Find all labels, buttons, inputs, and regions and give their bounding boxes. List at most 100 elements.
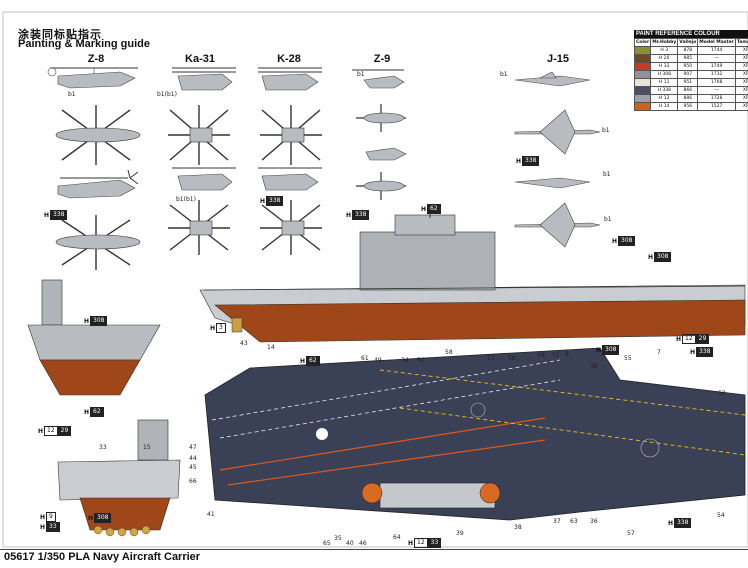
part-number-label: 15 bbox=[143, 444, 151, 451]
paint-tag-h: H bbox=[210, 324, 216, 332]
paint-tag-num: 29 bbox=[695, 334, 710, 344]
part-number-label: 39 bbox=[456, 530, 464, 537]
carrier-deck-view bbox=[204, 347, 746, 521]
paint-vallejo: 951 bbox=[677, 78, 699, 87]
paint-tag-num: 338 bbox=[696, 347, 714, 357]
part-number-label: 36 bbox=[590, 518, 598, 525]
paint-vallejo: 886 bbox=[677, 94, 699, 103]
paint-tag-h: H bbox=[84, 408, 90, 416]
aircraft-label-z8: Z-8 bbox=[87, 53, 105, 65]
paint-row: H 38781744XF bbox=[633, 46, 748, 55]
part-number-label: 9 bbox=[565, 351, 569, 358]
part-number-label: 49 bbox=[374, 357, 382, 364]
paint-model: — bbox=[697, 54, 736, 63]
paint-vallejo: 985 bbox=[677, 54, 699, 63]
paint-row: H 119511768XF bbox=[633, 78, 748, 87]
part-number-label: 56 bbox=[508, 355, 516, 362]
footer-title: 05617 1/350 PLA Navy Aircraft Carrier bbox=[4, 551, 201, 563]
paint-vallejo: 866 bbox=[677, 86, 699, 95]
paint-tamiya: XF bbox=[734, 70, 748, 79]
part-number-label: 59 bbox=[537, 352, 545, 359]
part-number-label: 54 bbox=[717, 512, 725, 519]
part-number-label: 57 bbox=[627, 530, 635, 537]
paint-tag-h: H bbox=[40, 513, 46, 521]
carrier-rear-view bbox=[57, 419, 181, 537]
paint-tag-num: 308 bbox=[618, 236, 636, 246]
paint-swatch bbox=[633, 62, 652, 71]
callout-b1b1-ka31: b1(b1) bbox=[157, 91, 177, 98]
paint-model: 1732 bbox=[697, 70, 736, 79]
callout-b1-z8: b1 bbox=[68, 91, 76, 98]
part-number-label: 55 bbox=[624, 355, 632, 362]
part-number-label: 53 bbox=[718, 390, 726, 397]
paint-tag-h: H bbox=[612, 237, 618, 245]
paint-tamiya: XF bbox=[734, 78, 748, 87]
paint-tamiya: XF bbox=[734, 102, 748, 111]
paint-model: 1749 bbox=[697, 62, 736, 71]
callout-b1-z9: b1 bbox=[357, 71, 365, 78]
part-number-label: 66 bbox=[189, 478, 197, 485]
part-number-label: 40 bbox=[346, 540, 354, 547]
paint-tag-h: H bbox=[596, 346, 602, 354]
paint-tag-num: 29 bbox=[57, 426, 72, 436]
paint-tamiya: XF bbox=[734, 46, 748, 55]
paint-tag-h: H bbox=[676, 335, 682, 343]
ka31-top-view bbox=[168, 105, 230, 165]
col-mrhobby: Mr.Hobby bbox=[650, 38, 679, 47]
paint-tamiya: XF bbox=[734, 86, 748, 95]
paint-model: — bbox=[697, 86, 736, 95]
mrhobby-code: H 308 bbox=[650, 70, 679, 79]
part-number-label: 64 bbox=[393, 534, 401, 541]
paint-vallejo: 907 bbox=[677, 70, 699, 79]
part-number-label: 14 bbox=[267, 344, 275, 351]
paint-tag-num: 308 bbox=[602, 345, 620, 355]
paint-tag-h: H bbox=[690, 348, 696, 356]
footer-divider bbox=[0, 549, 748, 550]
paint-row: H 3089071732XF bbox=[633, 70, 748, 79]
col-vallejo: Vallejo bbox=[677, 38, 699, 47]
paint-tag-num: 338 bbox=[674, 518, 692, 528]
paint-tag-num: 62 bbox=[306, 356, 320, 366]
paint-swatch bbox=[633, 86, 652, 95]
paint-tag-num: 62 bbox=[427, 204, 441, 214]
part-number-label: 65 bbox=[323, 540, 331, 547]
callout-b1-j15-3: b1 bbox=[603, 171, 611, 178]
paint-tag-code: 3 bbox=[216, 323, 226, 333]
part-number-label: 46 bbox=[359, 540, 367, 547]
paint-model: 1768 bbox=[697, 78, 736, 87]
paint-tag-num: 62 bbox=[90, 407, 104, 417]
part-number-label: 61 bbox=[361, 355, 369, 362]
aircraft-label-z9: Z-9 bbox=[373, 53, 391, 65]
part-number-label: 33 bbox=[99, 444, 107, 451]
part-number-label: 38 bbox=[514, 524, 522, 531]
paint-tag-h: H bbox=[38, 427, 44, 435]
callout-b1b1-ka31-2: b1(b1) bbox=[176, 196, 196, 203]
title-english: Painting & Marking guide bbox=[18, 38, 151, 50]
part-number-label: 51 bbox=[552, 352, 560, 359]
paint-tag-h: H bbox=[40, 523, 46, 531]
paint-row: H 128861728XF bbox=[633, 94, 748, 103]
paint-tamiya: XF bbox=[734, 54, 748, 63]
paint-tag-code: 12 bbox=[44, 426, 58, 436]
mrhobby-code: H 338 bbox=[650, 86, 679, 95]
paint-tag-code: 12 bbox=[414, 538, 428, 548]
paint-tag-h: H bbox=[300, 357, 306, 365]
paint-vallejo: 950 bbox=[677, 62, 699, 71]
title-chinese: 涂装同标贴指示 bbox=[18, 28, 102, 41]
ka31-side-view-2 bbox=[172, 167, 236, 191]
paint-reference-table: Color Mr.Hobby Vallejo Model Master Tami… bbox=[633, 38, 748, 111]
ka31-bottom-view bbox=[168, 200, 230, 255]
